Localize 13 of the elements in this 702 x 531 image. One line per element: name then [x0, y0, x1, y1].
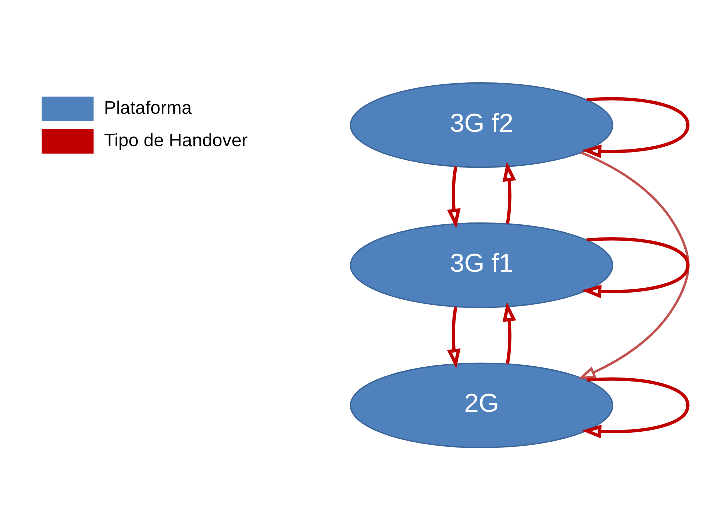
arrow [447, 306, 461, 369]
arrow [582, 238, 690, 298]
legend-label: Plataforma [104, 98, 192, 118]
legend-label: Tipo de Handover [104, 130, 248, 150]
node-ellipse: 3G f1 [350, 222, 614, 308]
arrow [502, 302, 516, 364]
arrow [447, 166, 461, 229]
arrow [582, 97, 690, 158]
arrow [582, 378, 690, 439]
arrow [502, 162, 516, 224]
arrow [578, 152, 690, 380]
node-ellipse: 2G [350, 362, 614, 448]
node-ellipse: 3G f2 [350, 82, 614, 168]
